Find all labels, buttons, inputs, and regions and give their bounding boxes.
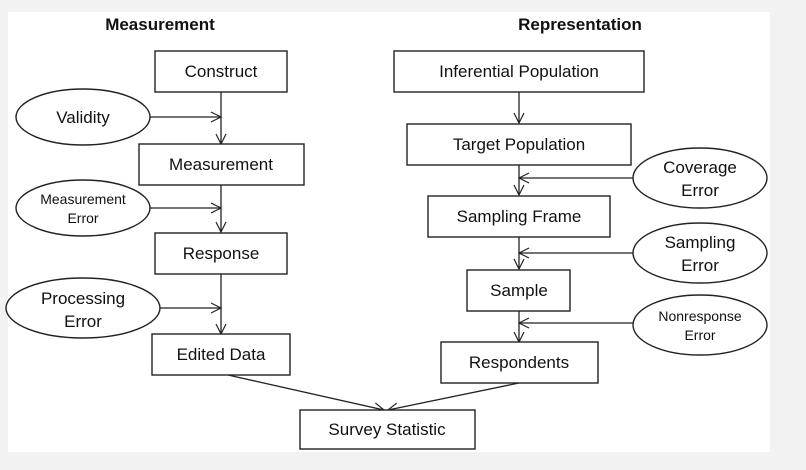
processing-error-ellipse [5,277,161,339]
validity-label: Validity [56,108,110,127]
measurement-label: Measurement [169,155,273,174]
respondents-box [440,341,599,384]
representation-heading: Representation [518,15,642,34]
nonresponse-error-ellipse [632,294,768,356]
target-population-label: Target Population [453,135,585,154]
measurement-connectors [150,92,384,410]
processing-error-label-line1: Processing [41,289,125,308]
inferential-population-label: Inferential Population [439,62,599,81]
sample-label: Sample [490,281,548,300]
processing-error-label-line2: Error [64,312,102,331]
measurement-heading: Measurement [105,15,215,34]
arrow-edited-data-to-statistic [227,374,384,410]
nonresponse-error-label-line1: Nonresponse [658,308,741,324]
diagram-canvas: Measurement Representation Construct Mea… [5,12,770,452]
edited-data-box [151,333,291,376]
measurement-box [138,143,305,186]
survey-statistic-box [299,409,476,450]
measurement-error-label-line1: Measurement [40,191,126,207]
arrow-respondents-to-statistic [388,382,520,410]
inferential-population-box [393,50,645,93]
survey-statistic-label: Survey Statistic [328,420,446,439]
sampling-error-label-line2: Error [681,256,719,275]
nonresponse-error-label-line2: Error [684,327,715,343]
construct-box [154,50,288,93]
validity-ellipse [15,88,151,146]
sample-box [466,269,571,312]
measurement-error-ellipse [15,179,151,237]
target-population-box [406,123,632,166]
coverage-error-label-line2: Error [681,181,719,200]
sampling-frame-label: Sampling Frame [457,207,582,226]
coverage-error-ellipse [632,147,768,209]
response-box [154,232,288,275]
response-label: Response [183,244,260,263]
sampling-error-label-line1: Sampling [665,233,736,252]
sampling-error-ellipse [632,222,768,284]
construct-label: Construct [185,62,258,81]
measurement-error-label-line2: Error [67,210,98,226]
coverage-error-label-line1: Coverage [663,158,737,177]
sampling-frame-box [427,195,611,238]
respondents-label: Respondents [469,353,569,372]
edited-data-label: Edited Data [177,345,266,364]
representation-connectors [388,92,633,410]
